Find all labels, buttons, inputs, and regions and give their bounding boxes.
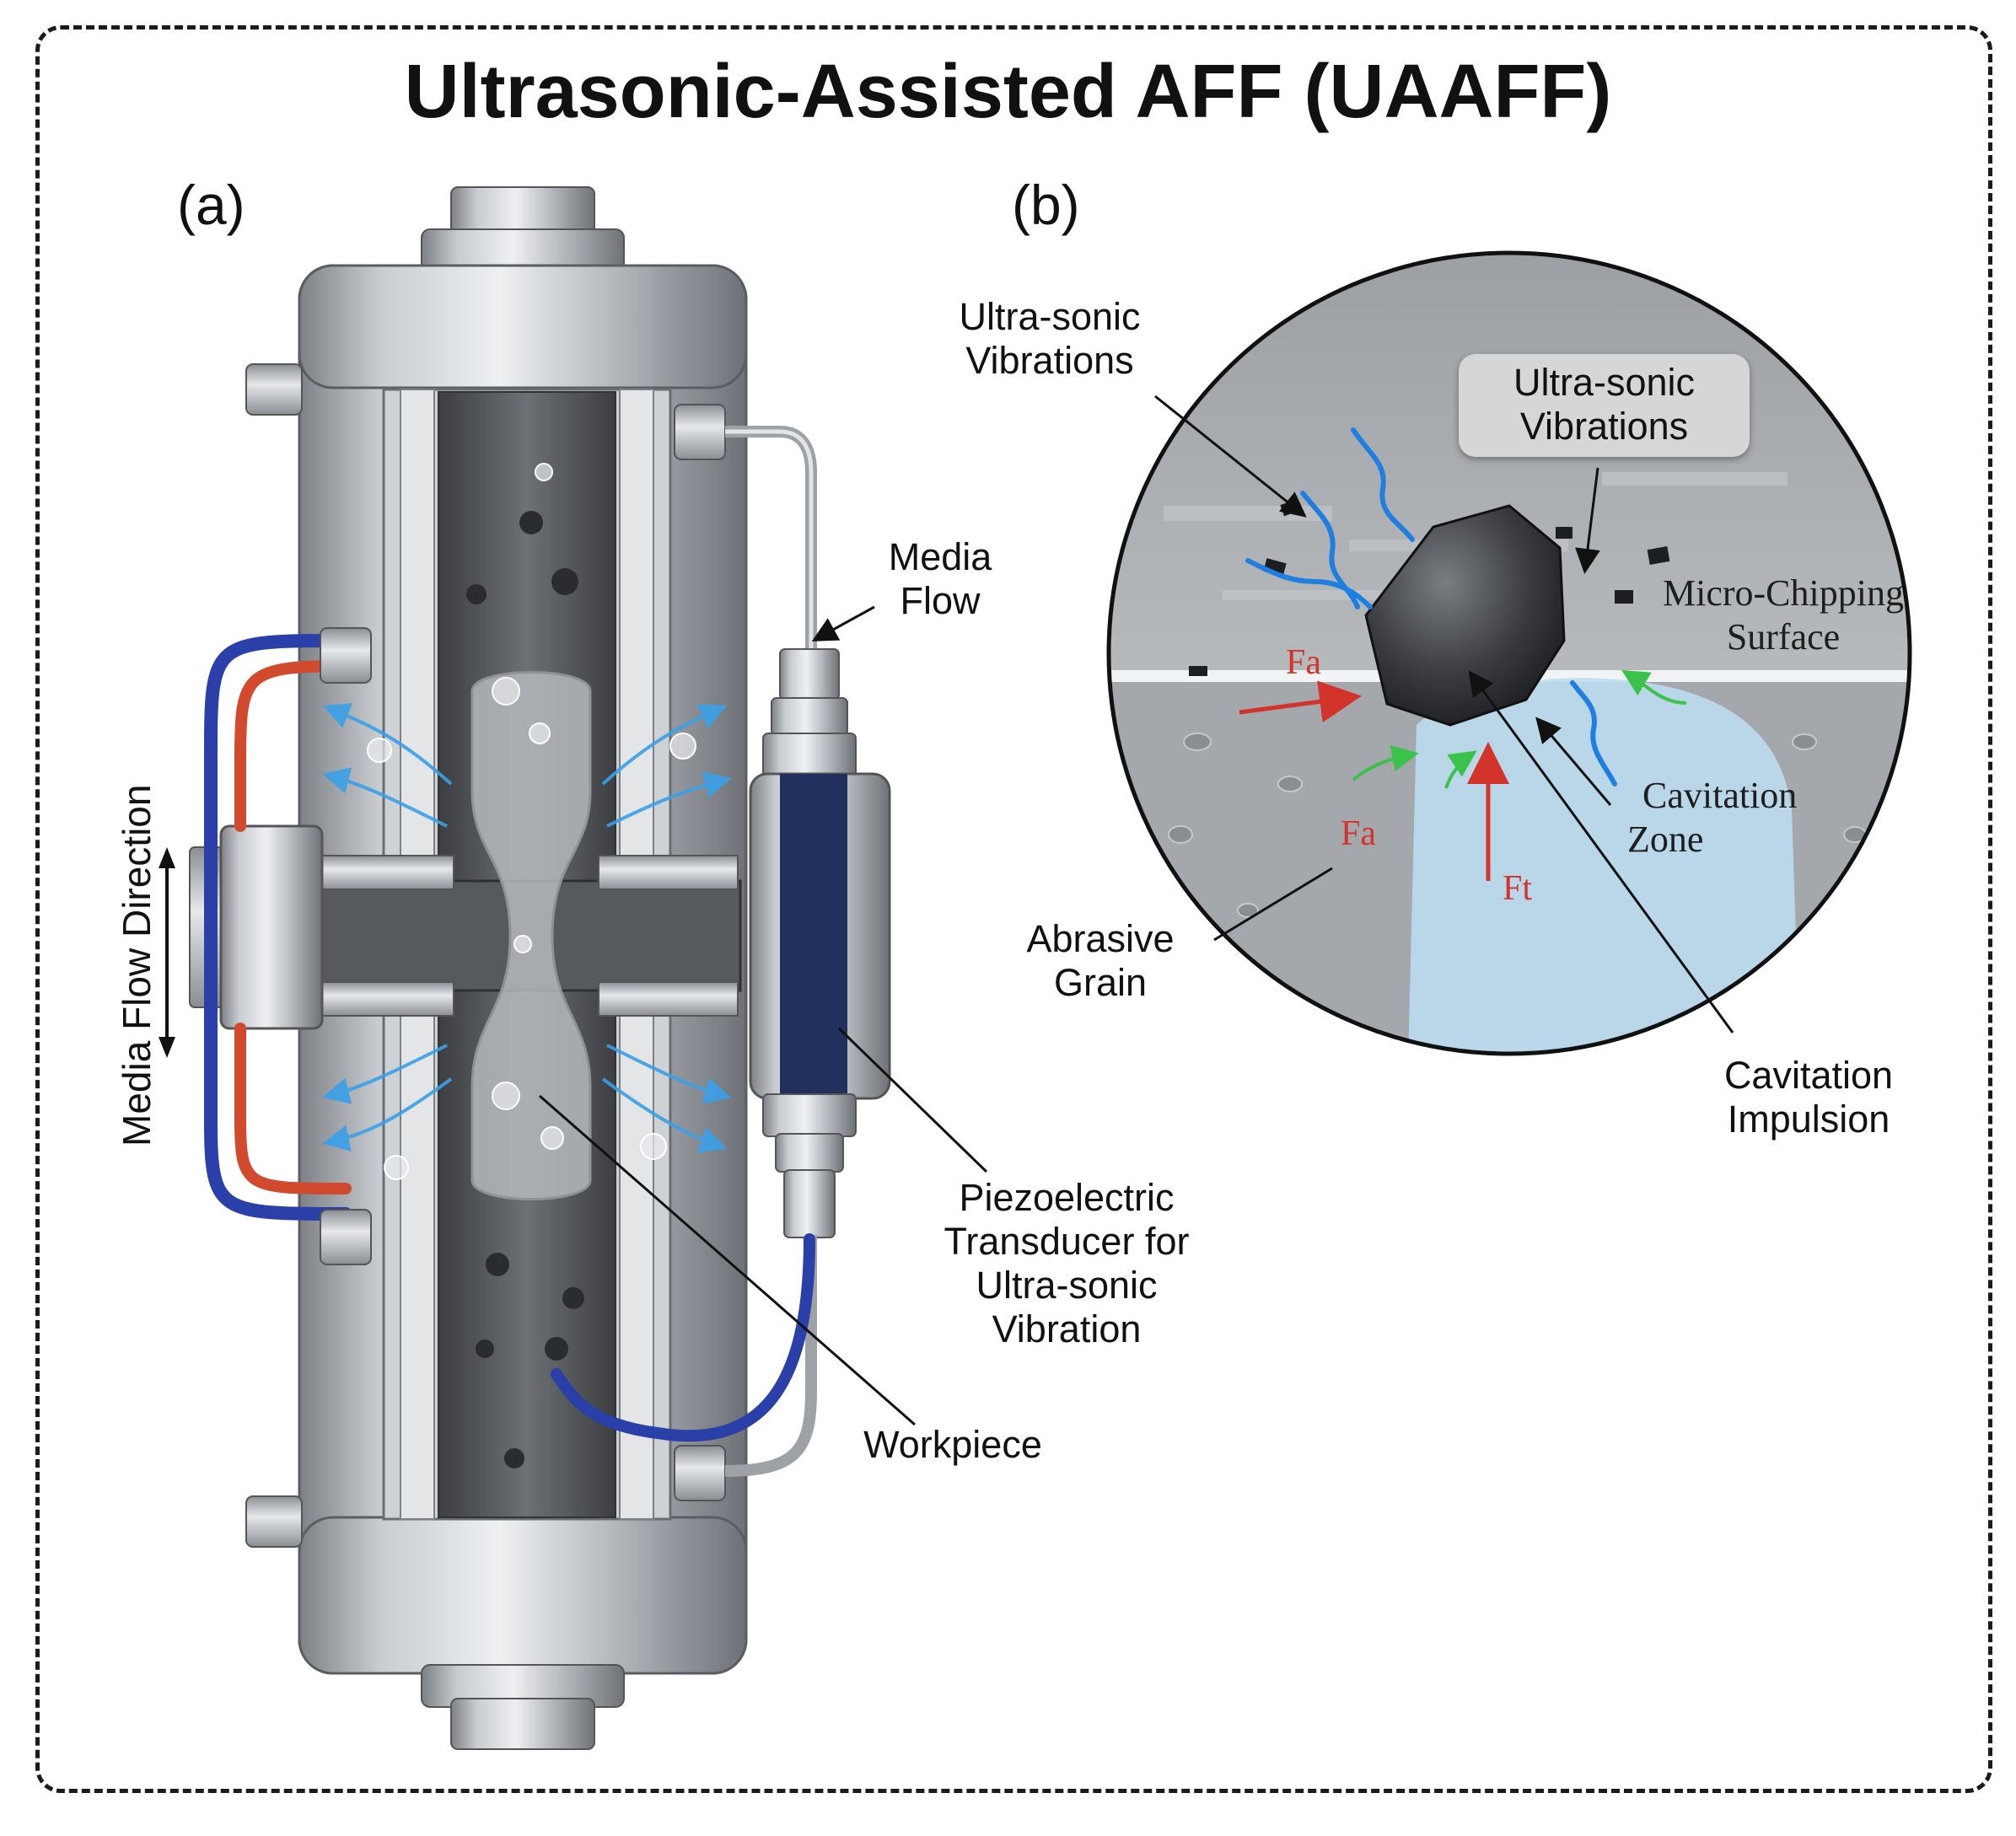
dashed-border — [35, 25, 1992, 1793]
leader-lines-a — [539, 605, 988, 1426]
cavitation-impulsion-label: Cavitation Impulsion — [1723, 1054, 1894, 1141]
magnified-view — [1109, 253, 1910, 1054]
magnified-circle-outline — [1106, 250, 1912, 1056]
transducer-label: Piezoelectric Transducer for Ultra-sonic… — [943, 1176, 1190, 1350]
media-flow-label: Media Flow — [888, 535, 992, 622]
workpiece-shape — [470, 671, 592, 1200]
ultrasonic-vibrations-label: Ultra-sonic Vibrations — [959, 295, 1141, 382]
workpiece-label: Workpiece — [863, 1423, 1042, 1466]
force-fa-top: Fa — [1286, 643, 1321, 682]
flow-direction-arrow — [159, 847, 175, 1058]
figure-title: Ultrasonic-Assisted AFF (UAAFF) — [404, 50, 1612, 134]
ultrasonic-vibrations-box-label: Ultra-sonic Vibrations — [1513, 361, 1696, 448]
panel-label-a: (a) — [177, 174, 245, 236]
media-flow-direction-label: Media Flow Direction — [115, 784, 159, 1146]
force-fa-bottom: Fa — [1341, 814, 1376, 853]
ultrasonic-vibrations-callout — [1459, 354, 1750, 457]
micro-chipping-label: Micro-Chipping Surface — [1663, 572, 1904, 658]
abrasive-grain-label: Abrasive Grain — [1026, 917, 1175, 1004]
cavitation-zone-label: Cavitation Zone — [1627, 775, 1798, 860]
force-ft: Ft — [1503, 869, 1533, 908]
abrasive-grain-shape — [1364, 504, 1566, 727]
panel-label-b: (b) — [1012, 174, 1080, 236]
leader-lines-b — [1154, 395, 1734, 1033]
uaaff-cylinder — [189, 186, 891, 1750]
media-particles — [466, 511, 584, 1468]
